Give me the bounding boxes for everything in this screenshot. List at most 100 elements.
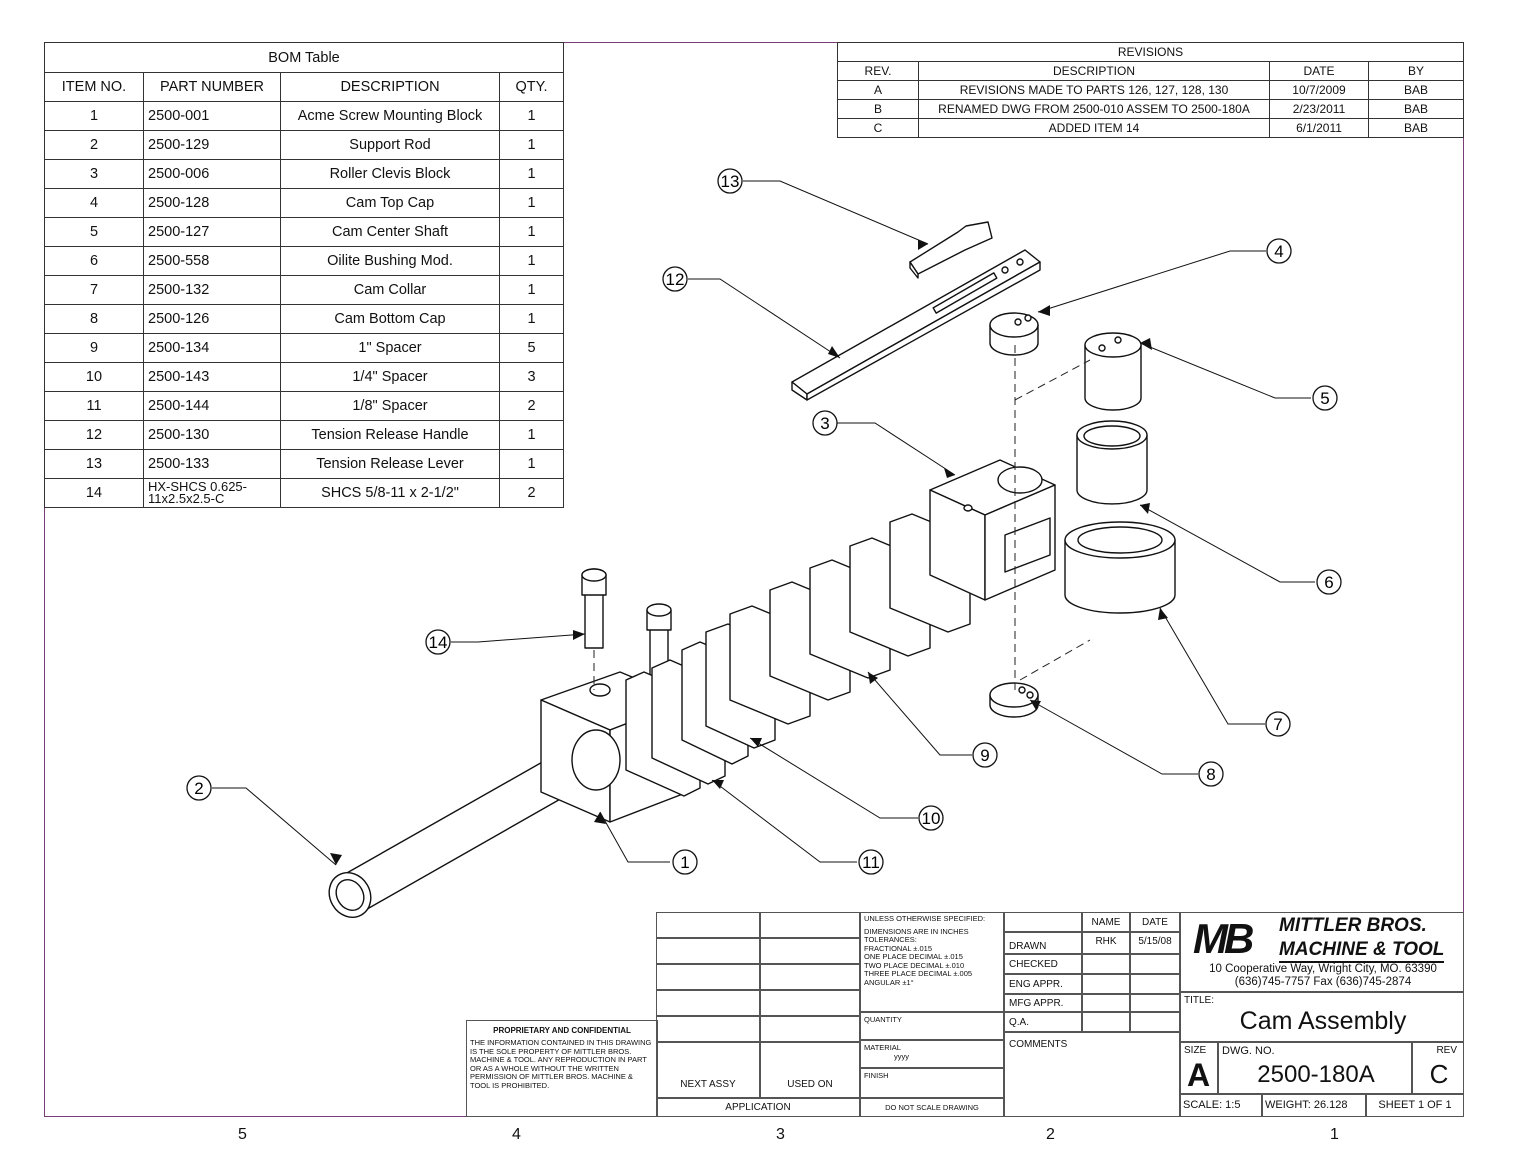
bom-cell-part: 2500-129 xyxy=(143,130,281,160)
company-logo: MB xyxy=(1193,915,1254,962)
checked-name xyxy=(1082,954,1130,974)
comments-label: COMMENTS xyxy=(1004,1032,1180,1117)
bom-cell-part: 2500-133 xyxy=(143,449,281,479)
bom-cell-desc: Oilite Bushing Mod. xyxy=(280,246,500,276)
date-header: DATE xyxy=(1130,912,1180,932)
balloon-circle xyxy=(1266,238,1292,264)
balloon-circle xyxy=(812,410,838,436)
drawn-date: 5/15/08 xyxy=(1130,932,1180,954)
drawing-title: Cam Assembly xyxy=(1239,1007,1407,1035)
bom-table: BOM Table ITEM NO. PART NUMBER DESCRIPTI… xyxy=(44,42,564,508)
material-label: MATERIAL xyxy=(864,1043,901,1052)
size-label: SIZE xyxy=(1184,1045,1207,1056)
bom-cell-item: 12 xyxy=(44,420,144,450)
balloon-label: 13 xyxy=(721,172,740,191)
used-on-label: USED ON xyxy=(760,1042,860,1098)
tolerance-block: UNLESS OTHERWISE SPECIFIED: DIMENSIONS A… xyxy=(860,912,1004,1012)
quantity-label: QUANTITY xyxy=(860,1012,1004,1040)
bushing-part xyxy=(1076,420,1148,505)
balloon-label: 11 xyxy=(862,853,880,872)
balloon-circle xyxy=(1265,711,1291,737)
balloon-label: 8 xyxy=(1206,765,1215,784)
collar-part xyxy=(1064,521,1176,614)
bom-cell-desc: Cam Top Cap xyxy=(280,188,500,218)
bom-cell-qty: 5 xyxy=(499,333,564,363)
balloon-label: 9 xyxy=(980,746,989,765)
title-cell: TITLE: Cam Assembly xyxy=(1180,992,1464,1042)
balloon-label: 10 xyxy=(922,809,941,828)
balloon-circle xyxy=(858,849,884,875)
application-cell xyxy=(760,1016,860,1042)
tolerance-line: DIMENSIONS ARE IN INCHES xyxy=(864,926,969,936)
balloon-circle xyxy=(972,742,998,768)
do-not-scale-label: DO NOT SCALE DRAWING xyxy=(860,1098,1004,1117)
size-value: A xyxy=(1187,1057,1211,1093)
bom-cell-desc: 1/4" Spacer xyxy=(280,362,500,392)
leader-lines xyxy=(212,180,1315,866)
mfg-appr-name xyxy=(1082,994,1130,1012)
revision-cell-date: 10/7/2009 xyxy=(1269,80,1369,100)
bom-cell-item: 7 xyxy=(44,275,144,305)
qa-date xyxy=(1130,1012,1180,1032)
mfg-appr-label: MFG APPR. xyxy=(1004,994,1082,1012)
size-cell: SIZE A xyxy=(1180,1042,1218,1094)
application-cell xyxy=(656,938,760,964)
balloon-label: 12 xyxy=(666,270,685,289)
rev-value: C xyxy=(1429,1059,1449,1089)
weight-label: WEIGHT: 26.128 xyxy=(1262,1094,1366,1117)
bom-cell-item: 9 xyxy=(44,333,144,363)
balloon-label: 5 xyxy=(1320,389,1329,408)
application-cell xyxy=(656,990,760,1016)
bom-cell-part: 2500-134 xyxy=(143,333,281,363)
tolerance-line: TOLERANCES: xyxy=(864,935,917,944)
revision-cell-by: BAB xyxy=(1368,80,1464,100)
material-cell: MATERIAL yyyy xyxy=(860,1040,1004,1068)
balloon-label: 14 xyxy=(429,633,448,652)
company-phone: (636)745-7757 Fax (636)745-2874 xyxy=(1234,976,1412,988)
proprietary-text: THE INFORMATION CONTAINED IN THIS DRAWIN… xyxy=(470,1038,652,1090)
proprietary-title: PROPRIETARY AND CONFIDENTIAL xyxy=(493,1026,631,1035)
support-rod-part xyxy=(328,751,586,918)
bom-cell-part: 2500-143 xyxy=(143,362,281,392)
zone-label: 2 xyxy=(1046,1126,1055,1143)
rev-label: REV xyxy=(1436,1045,1457,1056)
balloon-circle xyxy=(1198,761,1224,787)
tolerance-line: ONE PLACE DECIMAL ±.015 xyxy=(864,952,963,961)
balloon-circle xyxy=(662,266,688,292)
unless-specified: UNLESS OTHERWISE SPECIFIED: xyxy=(864,914,986,923)
material-value: yyyy xyxy=(894,1051,909,1061)
proprietary-block: PROPRIETARY AND CONFIDENTIAL THE INFORMA… xyxy=(466,1020,658,1117)
bom-cell-part: 2500-132 xyxy=(143,275,281,305)
eng-appr-label: ENG APPR. xyxy=(1004,974,1082,994)
approval-blank xyxy=(1004,912,1082,932)
bom-cell-desc: Acme Screw Mounting Block xyxy=(280,101,500,131)
sheet-label: SHEET 1 OF 1 xyxy=(1366,1094,1464,1117)
eng-appr-date xyxy=(1130,974,1180,994)
checked-label: CHECKED xyxy=(1004,954,1082,974)
drawn-label: DRAWN xyxy=(1004,932,1082,954)
rev-header-by: BY xyxy=(1368,61,1464,81)
balloon-label: 2 xyxy=(194,779,203,798)
bom-cell-desc: SHCS 5/8-11 x 2-1/2" xyxy=(280,478,500,508)
revision-cell-desc: ADDED ITEM 14 xyxy=(918,118,1270,138)
center-shaft-part xyxy=(1084,332,1142,411)
finish-label: FINISH xyxy=(860,1068,1004,1098)
application-cell xyxy=(656,912,760,938)
company-name-line1: MITTLER BROS. xyxy=(1279,915,1427,936)
application-label: APPLICATION xyxy=(656,1098,860,1117)
bom-cell-qty: 1 xyxy=(499,159,564,189)
bom-cell-desc: Roller Clevis Block xyxy=(280,159,500,189)
name-header: NAME xyxy=(1082,912,1130,932)
eng-appr-name xyxy=(1082,974,1130,994)
application-cell xyxy=(760,990,860,1016)
balloon-label: 4 xyxy=(1274,242,1283,261)
